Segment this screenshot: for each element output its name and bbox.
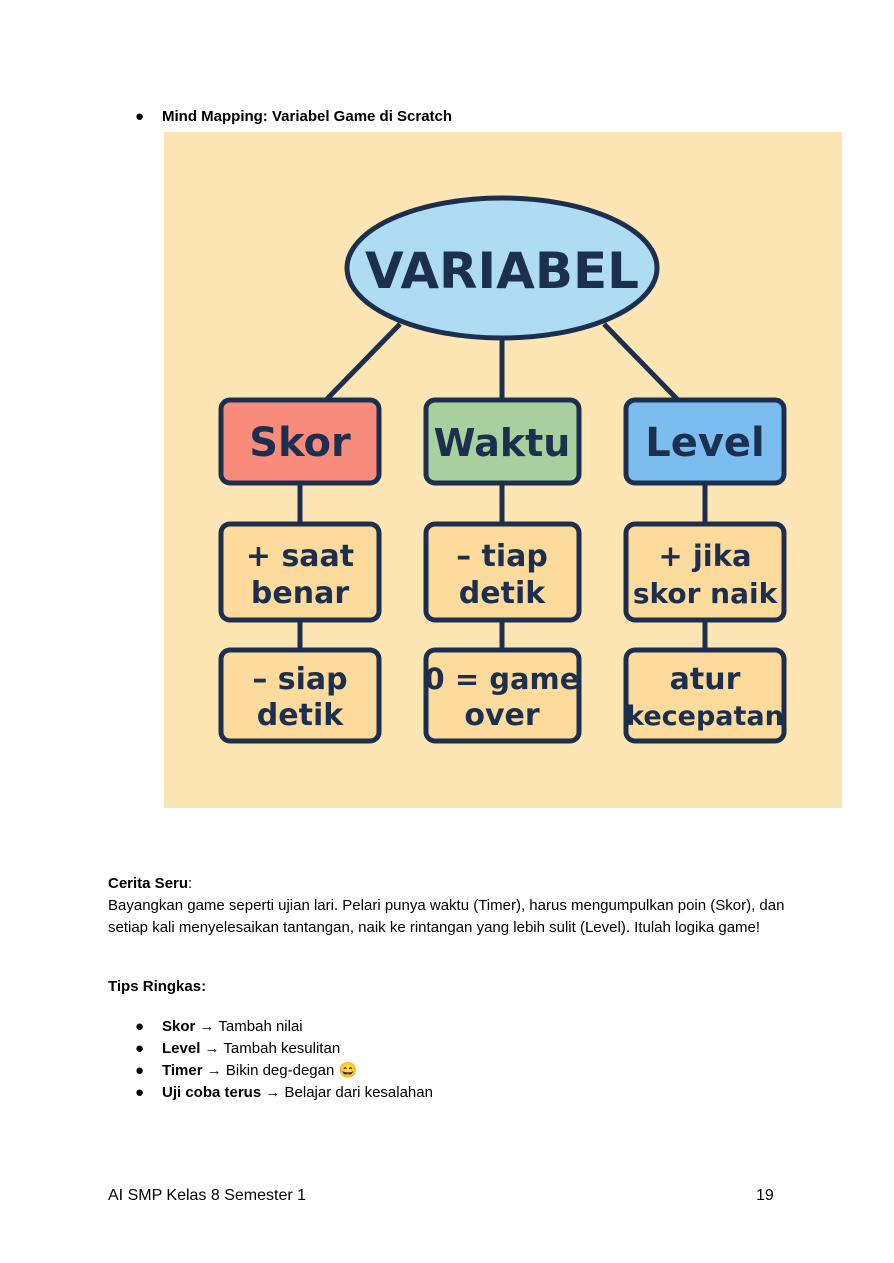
tips-title: Tips Ringkas: bbox=[108, 978, 207, 995]
waktu-item-2-node bbox=[423, 647, 582, 744]
level-item-2-node bbox=[623, 647, 787, 744]
tip-term: Level bbox=[162, 1040, 201, 1057]
bullet-icon: ● bbox=[135, 108, 145, 125]
story-section: Cerita Seru: Bayangkan game seperti ujia… bbox=[108, 873, 788, 939]
level-node bbox=[623, 397, 787, 486]
tip-term: Skor bbox=[162, 1018, 196, 1035]
root-node bbox=[344, 195, 660, 341]
skor-item-2-node bbox=[218, 647, 382, 744]
list-item: ● Uji coba terus → Belajar dari kesalahan bbox=[135, 1082, 433, 1104]
mind-map-diagram: VARIABEL Skor Waktu Level + saat benar –… bbox=[218, 195, 787, 744]
tip-desc: → Belajar dari kesalahan bbox=[261, 1084, 433, 1101]
story-title: Cerita Seru bbox=[108, 875, 189, 892]
tips-list: ● Skor → Tambah nilai ● Level → Tambah kes… bbox=[135, 1016, 433, 1104]
list-item: ● Skor → Tambah nilai bbox=[135, 1016, 433, 1038]
tip-term: Timer bbox=[162, 1062, 203, 1079]
skor-item-2-line-1: – siap bbox=[252, 662, 347, 697]
waktu-item-1-line-2: detik bbox=[459, 576, 546, 611]
page-number: 19 bbox=[756, 1187, 774, 1204]
waktu-node bbox=[423, 397, 582, 486]
level-item-2-line-1: atur bbox=[670, 662, 741, 697]
footer-title: AI SMP Kelas 8 Semester 1 bbox=[108, 1187, 307, 1204]
story-colon: : bbox=[188, 875, 193, 892]
tip-term: Uji coba terus bbox=[162, 1084, 262, 1101]
skor-item-1-node bbox=[218, 521, 382, 623]
list-item: ● Timer → Bikin deg-degan 😄 bbox=[135, 1060, 433, 1082]
waktu-item-2-line-1: 0 = game bbox=[425, 662, 580, 696]
bullet-icon: ● bbox=[135, 1062, 145, 1079]
skor-item-1-line-1: + saat bbox=[246, 539, 354, 574]
connector-root-level bbox=[602, 322, 680, 402]
waktu-item-1-node bbox=[423, 521, 582, 623]
tip-desc: → Tambah nilai bbox=[195, 1018, 303, 1035]
waktu-item-1-line-1: – tiap bbox=[456, 539, 548, 574]
bullet-icon: ● bbox=[135, 1084, 145, 1101]
skor-item-2-line-2: detik bbox=[257, 698, 344, 733]
waktu-label: Waktu bbox=[434, 421, 571, 465]
section-heading-text: Mind Mapping: Variabel Game di Scratch bbox=[162, 108, 453, 125]
skor-item-1-line-2: benar bbox=[251, 576, 349, 611]
level-item-2-line-2: kecepatan bbox=[626, 701, 784, 732]
tip-desc: → Tambah kesulitan bbox=[200, 1040, 341, 1057]
level-item-1-line-1: + jika bbox=[658, 539, 751, 573]
story-body: Bayangkan game seperti ujian lari. Pelar… bbox=[108, 897, 785, 936]
mind-map-figure: VARIABEL Skor Waktu Level + saat benar –… bbox=[164, 132, 842, 808]
level-item-1-line-2: skor naik bbox=[633, 577, 779, 610]
list-item: ● Level → Tambah kesulitan bbox=[135, 1038, 433, 1060]
connector-root-skor bbox=[324, 322, 402, 402]
bullet-icon: ● bbox=[135, 1018, 145, 1035]
skor-node bbox=[218, 397, 382, 486]
section-heading: ● Mind Mapping: Variabel Game di Scratch bbox=[135, 108, 452, 126]
level-label: Level bbox=[645, 420, 765, 466]
waktu-item-2-line-2: over bbox=[464, 698, 540, 733]
skor-label: Skor bbox=[249, 420, 351, 466]
bullet-icon: ● bbox=[135, 1040, 145, 1057]
tip-desc: → Bikin deg-degan 😄 bbox=[202, 1062, 358, 1079]
level-item-1-node bbox=[623, 521, 787, 623]
mind-map-connectors bbox=[297, 322, 708, 650]
root-label: VARIABEL bbox=[365, 242, 639, 300]
